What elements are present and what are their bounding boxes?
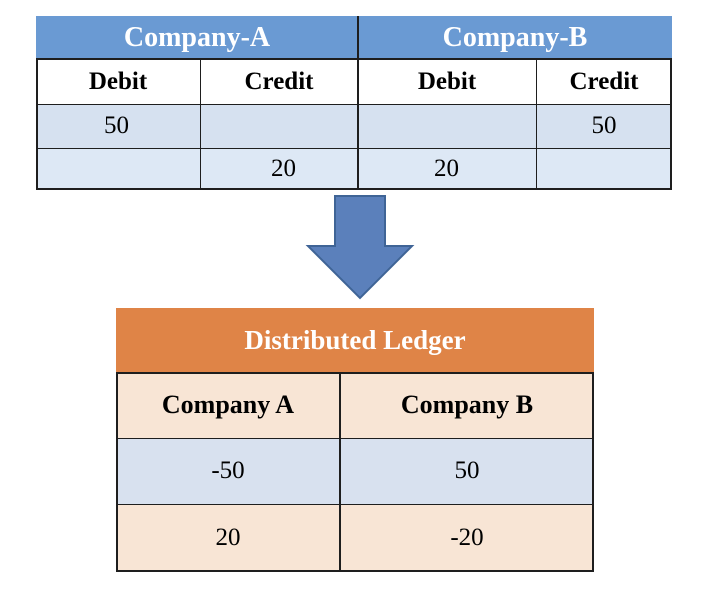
- table-cell: -20: [340, 504, 594, 572]
- divider: [116, 570, 594, 572]
- divider: [36, 104, 672, 105]
- divider: [116, 438, 594, 439]
- table-cell: [536, 148, 672, 190]
- divider: [670, 58, 672, 190]
- company-b-column-header: Company B: [340, 372, 594, 438]
- divider: [116, 504, 594, 505]
- ledger-title: Distributed Ledger: [116, 308, 594, 372]
- divider: [339, 372, 341, 572]
- divider: [36, 58, 672, 60]
- table-cell: [36, 148, 200, 190]
- table-cell: 50: [340, 438, 594, 504]
- company-a-debit-header: Debit: [36, 60, 200, 104]
- divider: [592, 372, 594, 572]
- company-b-credit-header: Credit: [536, 60, 672, 104]
- divider: [36, 58, 38, 190]
- transactions-table: Company-A Company-B Debit Credit Debit C…: [36, 16, 672, 190]
- divider: [116, 372, 118, 572]
- table-cell: 50: [36, 104, 200, 148]
- company-a-credit-header: Credit: [200, 60, 358, 104]
- company-b-header: Company-B: [358, 16, 672, 60]
- divider: [36, 148, 672, 149]
- table-cell: 20: [200, 148, 358, 190]
- table-cell: [358, 104, 536, 148]
- company-a-column-header: Company A: [116, 372, 340, 438]
- divider: [536, 58, 537, 190]
- table-cell: 20: [116, 504, 340, 572]
- divider: [36, 188, 672, 190]
- company-a-header: Company-A: [36, 16, 358, 60]
- divider: [116, 372, 594, 374]
- table-cell: [200, 104, 358, 148]
- divider: [357, 16, 359, 190]
- table-cell: 50: [536, 104, 672, 148]
- company-b-debit-header: Debit: [358, 60, 536, 104]
- divider: [200, 58, 201, 190]
- table-cell: 20: [358, 148, 536, 190]
- table-cell: -50: [116, 438, 340, 504]
- down-arrow-icon: [305, 195, 415, 300]
- distributed-ledger-table: Distributed Ledger Company A Company B -…: [116, 308, 594, 572]
